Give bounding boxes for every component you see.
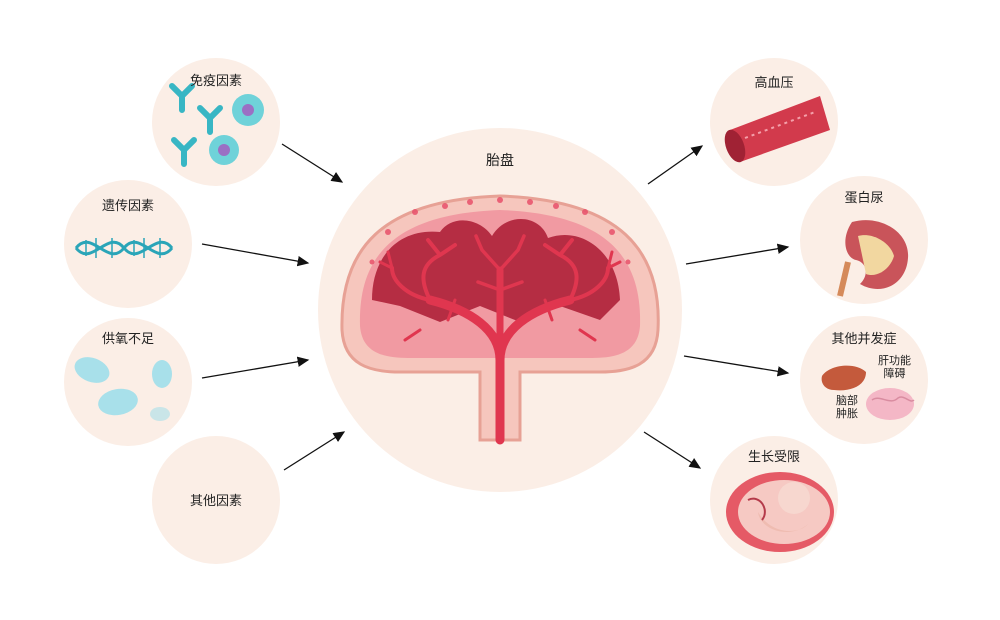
- arrow-growth: [644, 432, 700, 468]
- fetus-icon: [726, 472, 834, 552]
- arrow-immune: [282, 144, 342, 182]
- arrow-complications: [684, 356, 788, 373]
- arrow-oxygen: [202, 360, 308, 378]
- other-factors-label: 其他因素: [190, 490, 242, 509]
- other-complications-label: 其他并发症: [831, 328, 896, 347]
- brain-swelling-label: 脑部 肿胀: [836, 394, 858, 420]
- genetic-factors-label: 遗传因素: [102, 195, 154, 214]
- placenta-title: 胎盘: [486, 150, 514, 170]
- placenta-illustration: [342, 196, 658, 440]
- oxygen-deficiency-label: 供氧不足: [102, 328, 154, 347]
- liver-icon: [822, 366, 866, 391]
- brain-label-line1: 脑部: [836, 394, 858, 407]
- arrow-hypertension: [648, 146, 702, 184]
- kidney-icon: [840, 220, 908, 296]
- arrow-genetic: [202, 244, 308, 263]
- liver-label-line2: 障碍: [878, 367, 911, 380]
- brain-icon: [866, 388, 914, 420]
- immune-factors-label: 免疫因素: [190, 70, 242, 89]
- brain-label-line2: 肿胀: [836, 407, 858, 420]
- dna-icon: [76, 238, 172, 258]
- arrow-proteinuria: [686, 247, 788, 264]
- proteinuria-label: 蛋白尿: [844, 187, 883, 206]
- hypertension-label: 高血压: [754, 72, 793, 91]
- oxygen-icons: [71, 353, 172, 421]
- liver-dysfunction-label: 肝功能 障碍: [878, 354, 911, 380]
- growth-restriction-label: 生长受限: [748, 446, 800, 465]
- blood-vessel-icon: [721, 96, 830, 165]
- immune-icons: [172, 86, 264, 165]
- liver-label-line1: 肝功能: [878, 354, 911, 367]
- arrow-other: [284, 432, 344, 470]
